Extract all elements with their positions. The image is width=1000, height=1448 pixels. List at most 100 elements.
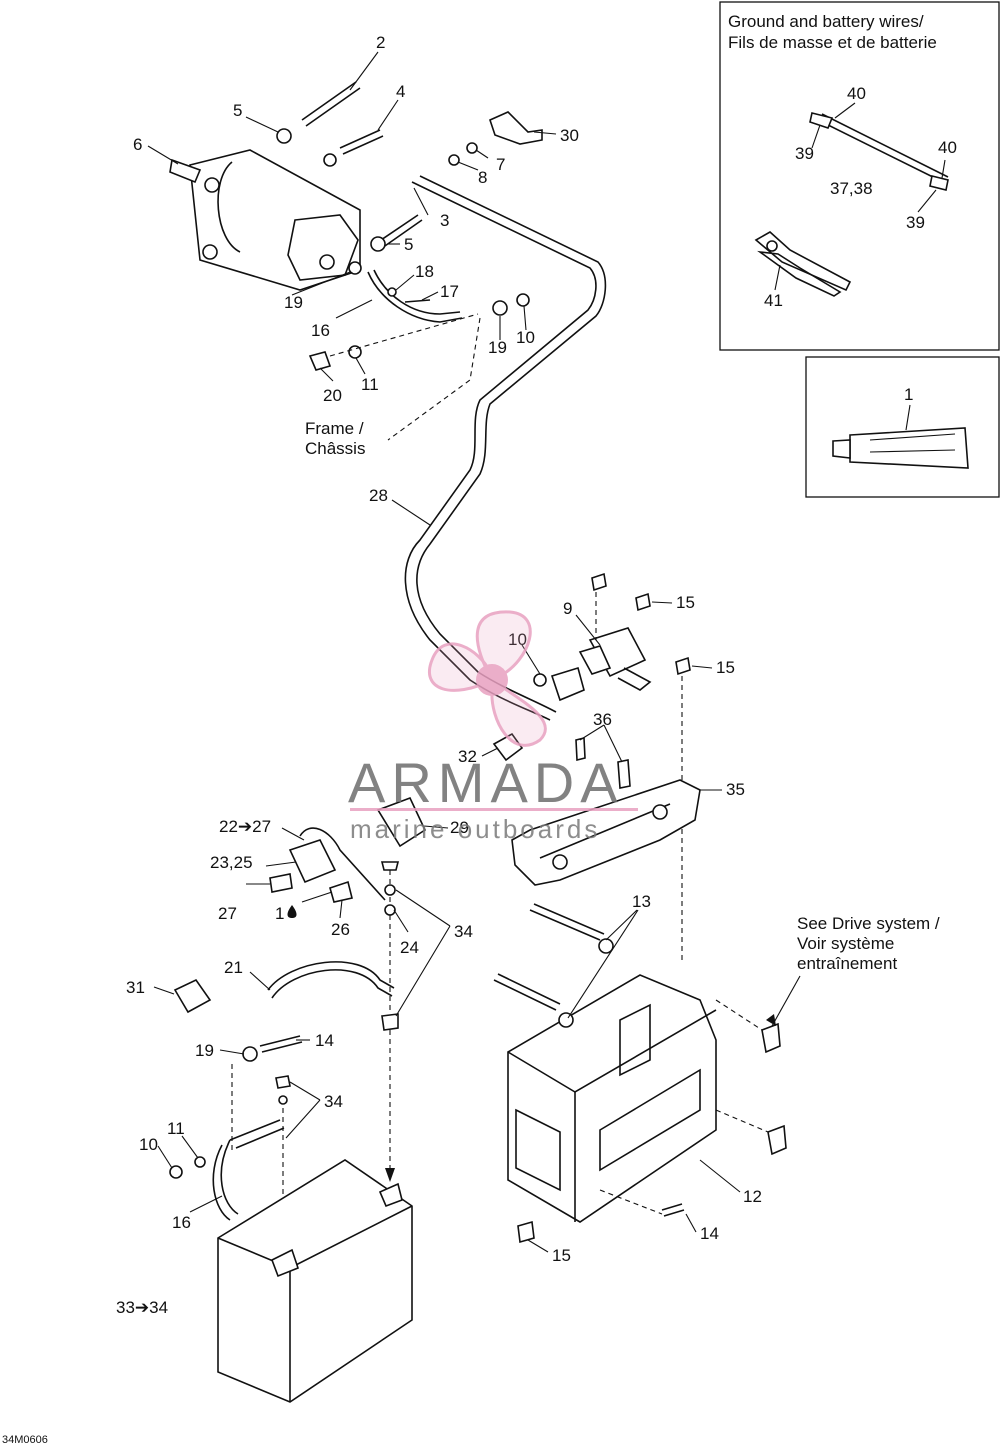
callout-5-a: 5 [233, 101, 242, 120]
propeller-logo-icon [428, 610, 547, 747]
callout-33-34: 33➔34 [116, 1298, 168, 1317]
callout-40-a: 40 [847, 84, 866, 103]
screw-14-lower [661, 1203, 685, 1217]
note-frame-line2: Châssis [305, 439, 365, 458]
bolt-13-a [529, 903, 605, 941]
crimping-tool-drawing [754, 231, 852, 297]
callout-10-c: 10 [139, 1135, 158, 1154]
washer-11-lower [194, 1156, 206, 1168]
bolt-5-drawing [377, 214, 423, 249]
inset-title-line1: Ground and battery wires/ [728, 12, 924, 31]
callout-34-a: 34 [454, 922, 473, 941]
watermark-sub: marine outboards [350, 814, 600, 844]
washer-18 [387, 287, 397, 297]
callout-8: 8 [478, 168, 487, 187]
inset-lube-frame [805, 356, 1000, 498]
callout-37-38: 37,38 [830, 179, 873, 198]
lubricant-tube-cap [832, 439, 851, 459]
starter-motor-drawing [169, 149, 361, 291]
arrow-drive-system [766, 1014, 776, 1026]
callout-27: 27 [218, 904, 237, 923]
callout-32: 32 [458, 747, 477, 766]
nut-15-top [591, 572, 607, 592]
washer-13-b [558, 1012, 574, 1028]
nut-7 [466, 142, 478, 154]
callout-20: 20 [323, 386, 342, 405]
callout-4: 4 [396, 82, 405, 101]
washer-34-c [278, 1095, 288, 1105]
callout-14-a: 14 [315, 1031, 334, 1050]
inset-title-line2: Fils de masse et de batterie [728, 33, 937, 52]
nut-15-lower [517, 1220, 535, 1244]
callout-16-a: 16 [311, 321, 330, 340]
bolt-2-drawing [301, 81, 361, 127]
callout-31: 31 [126, 978, 145, 997]
callout-39-a: 39 [795, 144, 814, 163]
washer-5-top [276, 128, 292, 144]
callout-26: 26 [331, 920, 350, 939]
callout-23-25: 23,25 [210, 853, 253, 872]
inset-ground-battery-wires: Ground and battery wires/ Fils de masse … [719, 1, 1000, 351]
callout-1-inset: 1 [904, 385, 913, 404]
arrow-down [385, 1168, 395, 1182]
battery-cable-drawing [809, 112, 949, 191]
bracket-35-drawing [511, 779, 701, 886]
callout-5-b: 5 [404, 235, 413, 254]
callout-3: 3 [440, 211, 449, 230]
bolt-4-drawing [339, 129, 384, 155]
cable-16-lower [212, 1139, 239, 1221]
bolt-13-b [493, 973, 561, 1011]
callout-16-b: 16 [172, 1213, 191, 1232]
washer-11-upper [348, 345, 362, 359]
washer-5-lower [370, 236, 386, 252]
callout-36: 36 [593, 710, 612, 729]
solenoid-9-drawing [578, 627, 652, 691]
nut-drive-system [761, 1022, 781, 1054]
washer-13-a [598, 938, 614, 954]
callout-13: 13 [632, 892, 651, 911]
callout-15-a: 15 [676, 593, 695, 612]
cable-21 [267, 961, 395, 991]
callout-35: 35 [726, 780, 745, 799]
callout-24: 24 [400, 938, 419, 957]
watermark: ARMADA marine outboards [348, 610, 638, 844]
callout-29: 29 [450, 818, 469, 837]
screw-17 [404, 299, 431, 303]
nut-34 [381, 1013, 399, 1031]
screw-14-upper [259, 1035, 303, 1053]
callout-39-b: 39 [906, 213, 925, 232]
callout-12: 12 [743, 1187, 762, 1206]
terminal-cap-30 [489, 111, 543, 145]
callout-40-b: 40 [938, 138, 957, 157]
callout-34-b: 34 [324, 1092, 343, 1111]
watermark-underline [350, 808, 638, 811]
lockwasher-19-upper [348, 261, 362, 275]
nut-8 [448, 154, 460, 166]
bolt-34-head [380, 861, 400, 871]
callout-19-a: 19 [284, 293, 303, 312]
watermark-name: ARMADA [348, 751, 624, 814]
washer-34-a [384, 884, 396, 896]
grease-drop-icon [287, 905, 297, 918]
callout-2: 2 [376, 33, 385, 52]
callout-30: 30 [560, 126, 579, 145]
note-drive-line3: entraînement [797, 954, 897, 973]
callout-17: 17 [440, 282, 459, 301]
callout-15-b: 15 [716, 658, 735, 677]
callout-28: 28 [369, 486, 388, 505]
nut-10-solenoid [533, 673, 547, 687]
inset-lubricant-tube: 1 [805, 356, 1000, 498]
callout-15-c: 15 [552, 1246, 571, 1265]
callout-21: 21 [224, 958, 243, 977]
note-drive-line2: Voir système [797, 934, 894, 953]
callout-10-a: 10 [516, 328, 535, 347]
washer-top-2 [323, 153, 337, 167]
callout-18: 18 [415, 262, 434, 281]
washer-34-b [384, 904, 396, 916]
frame-leader-dashed [387, 317, 481, 441]
callout-19-b: 19 [488, 338, 507, 357]
callout-1: 1 [275, 904, 284, 923]
callout-6: 6 [133, 135, 142, 154]
nut-10-lower [169, 1165, 183, 1179]
cable-eyelet [550, 666, 585, 702]
